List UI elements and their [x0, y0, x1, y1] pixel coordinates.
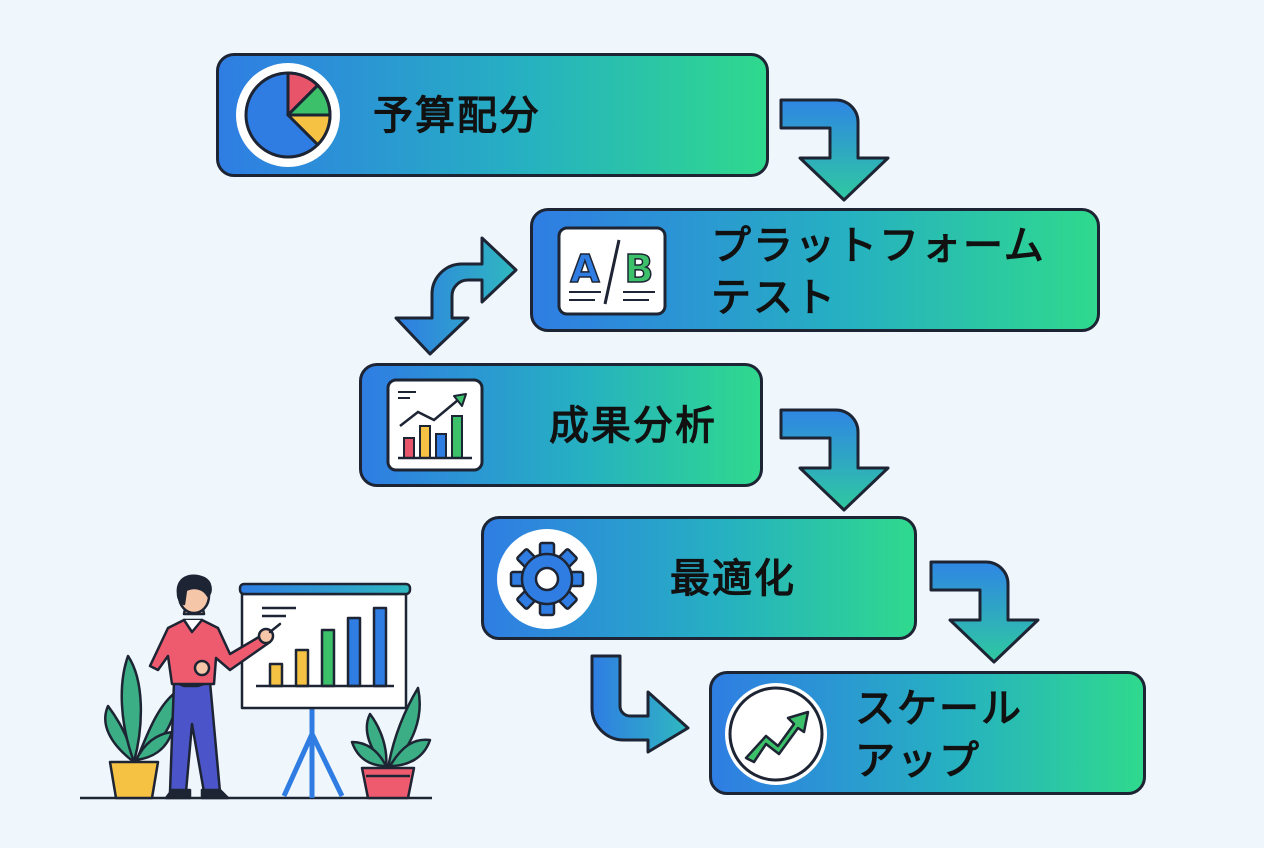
ab-test-icon: A B — [557, 226, 667, 316]
step-label-line: アップ — [855, 738, 981, 784]
step-label-line: スケール — [855, 686, 1023, 732]
step-label: プラットフォーム テスト — [711, 220, 1046, 324]
flow-arrow-right — [588, 652, 692, 756]
step-label-line: 成果分析 — [549, 403, 717, 449]
step-label: 予算配分 — [373, 90, 541, 142]
ab-right-letter: B — [625, 247, 654, 291]
step-platform-test: A B プラットフォーム テスト — [530, 208, 1100, 332]
step-optimization: 最適化 — [481, 516, 917, 640]
step-label-line: 予算配分 — [373, 93, 541, 139]
flow-arrow-down — [778, 96, 894, 204]
flow-arrow-down — [928, 558, 1044, 666]
presenter-person — [148, 574, 282, 800]
step-label: 最適化 — [670, 553, 796, 605]
step-label-line: プラットフォーム — [711, 223, 1046, 269]
ab-left-letter: A — [570, 247, 600, 291]
step-budget-allocation: 予算配分 — [216, 53, 769, 177]
bar-chart-growth-icon — [386, 378, 484, 472]
gear-icon — [496, 528, 598, 630]
pie-chart-icon — [235, 62, 341, 168]
step-label: スケール アップ — [855, 683, 1023, 787]
presenter-illustration — [80, 574, 440, 804]
plant-left — [104, 654, 178, 800]
step-label: 成果分析 — [549, 400, 717, 452]
step-label-line: 最適化 — [670, 556, 796, 602]
flow-arrow-down — [778, 406, 894, 514]
step-scale-up: スケール アップ — [709, 671, 1146, 795]
step-results-analysis: 成果分析 — [359, 363, 763, 487]
trending-up-icon — [724, 682, 828, 786]
cycle-arrow — [394, 232, 520, 358]
step-label-line: テスト — [711, 275, 837, 321]
plant-right — [350, 686, 432, 800]
presentation-easel — [238, 582, 412, 798]
